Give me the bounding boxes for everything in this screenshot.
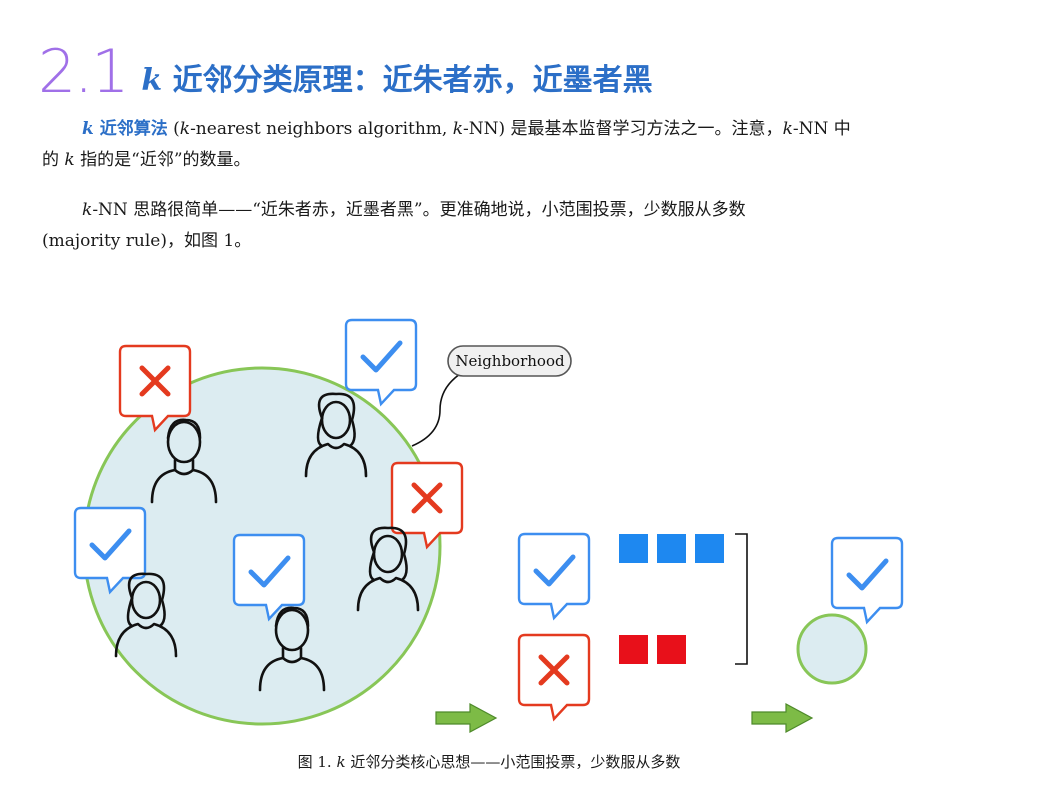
tally-check-bubble — [519, 534, 589, 618]
blue-square — [657, 534, 686, 563]
vote-check-bubble — [346, 320, 416, 404]
result-circle — [796, 613, 868, 685]
tally-cross-bubble — [519, 635, 589, 719]
figure-knn: Neighborhood — [0, 270, 1038, 734]
bracket — [735, 533, 748, 665]
section-title-text: 近邻分类原理：近朱者赤，近墨者黑 — [162, 63, 653, 98]
arrow-right-icon — [751, 702, 814, 734]
neighborhood-callout — [447, 345, 572, 377]
blue-square — [619, 534, 648, 563]
red-square — [657, 635, 686, 664]
neighborhood-leader-line — [411, 373, 461, 447]
section-heading: 2.1 k 近邻分类原理：近朱者赤，近墨者黑 — [38, 22, 653, 102]
paragraph-idea: k-NN 思路很简单——“近朱者赤，近墨者黑”。更准确地说，小范围投票，少数服从… — [42, 195, 942, 257]
term-knn: k 近邻算法 — [82, 119, 168, 139]
paragraph-intro-line2: 的 k 指的是“近邻”的数量。 — [42, 150, 251, 170]
paragraph-intro: k 近邻算法 (k-nearest neighbors algorithm, k… — [42, 114, 942, 176]
section-number: 2.1 — [38, 37, 129, 107]
blue-square — [695, 534, 724, 563]
red-square — [619, 635, 648, 664]
paragraph-idea-line1: k-NN 思路很简单——“近朱者赤，近墨者黑”。更准确地说，小范围投票，少数服从… — [82, 200, 746, 220]
section-title: k 近邻分类原理：近朱者赤，近墨者黑 — [141, 66, 652, 96]
paragraph-idea-line2: (majority rule)，如图 1。 — [42, 231, 252, 251]
neighborhood-label: Neighborhood — [455, 352, 565, 370]
figure-caption: 图 1. k 近邻分类核心思想——小范围投票，少数服从多数 — [297, 753, 681, 771]
result-check-bubble — [832, 538, 902, 622]
arrow-right-icon — [435, 702, 498, 734]
paragraph-intro-line1: k 近邻算法 (k-nearest neighbors algorithm, k… — [82, 119, 851, 139]
section-title-k: k — [141, 63, 163, 98]
